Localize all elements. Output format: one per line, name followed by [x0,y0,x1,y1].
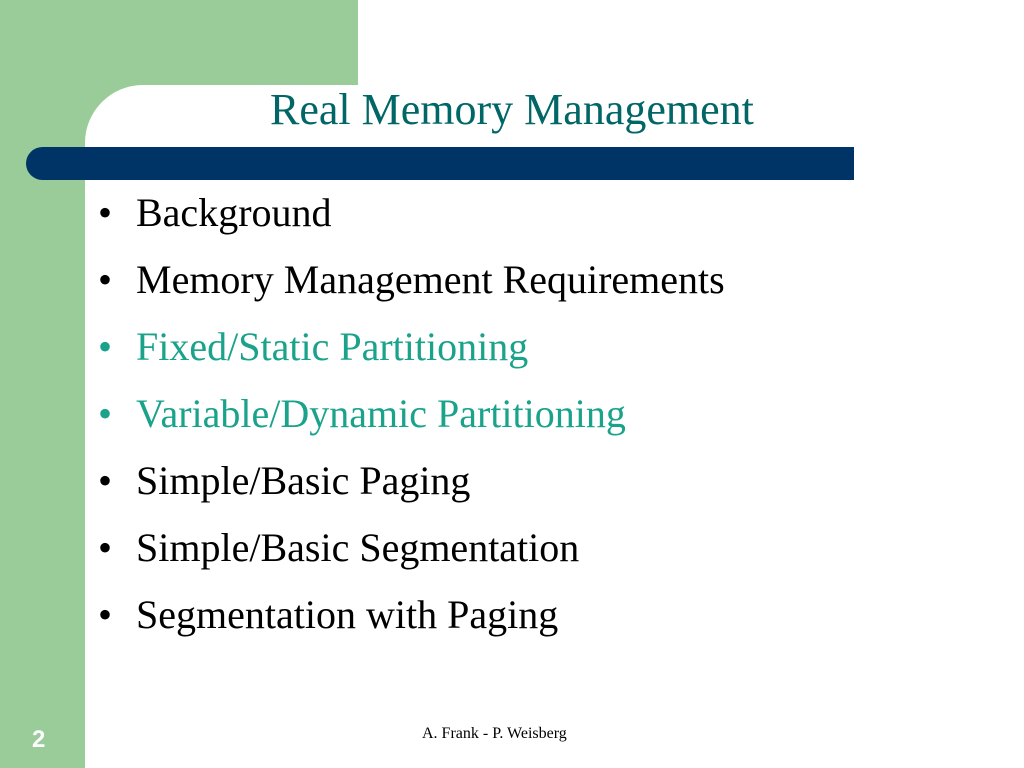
bullet-item: • Fixed/Static Partitioning [98,322,725,389]
slide-title: Real Memory Management [270,85,754,134]
title-underline-bar [26,147,854,180]
bullet-text: Memory Management Requirements [136,257,725,302]
bullet-dot-icon: • [98,257,113,302]
bullet-text: Simple/Basic Paging [136,458,471,503]
bullet-dot-icon: • [98,324,113,369]
bullet-text: Segmentation with Paging [136,592,559,637]
bullet-dot-icon: • [98,592,113,637]
bullet-text: Fixed/Static Partitioning [136,324,529,369]
bullet-list: • Background • Memory Management Requiremen… [98,188,725,657]
bullet-item: • Simple/Basic Segmentation [98,523,725,590]
page-number: 2 [32,726,46,753]
bullet-item: • Memory Management Requirements [98,255,725,322]
bullet-item: • Simple/Basic Paging [98,456,725,523]
footer-credit: A. Frank - P. Weisberg [422,725,567,742]
bullet-dot-icon: • [98,458,113,503]
bullet-text: Variable/Dynamic Partitioning [136,391,626,436]
content-panel [85,85,1024,768]
bullet-text: Simple/Basic Segmentation [136,525,580,570]
bullet-dot-icon: • [98,525,113,570]
bullet-text: Background [136,190,332,235]
bullet-dot-icon: • [98,391,113,436]
bullet-item: • Segmentation with Paging [98,590,725,657]
bullet-dot-icon: • [98,190,113,235]
bullet-item: • Background [98,188,725,255]
bullet-item: • Variable/Dynamic Partitioning [98,389,725,456]
